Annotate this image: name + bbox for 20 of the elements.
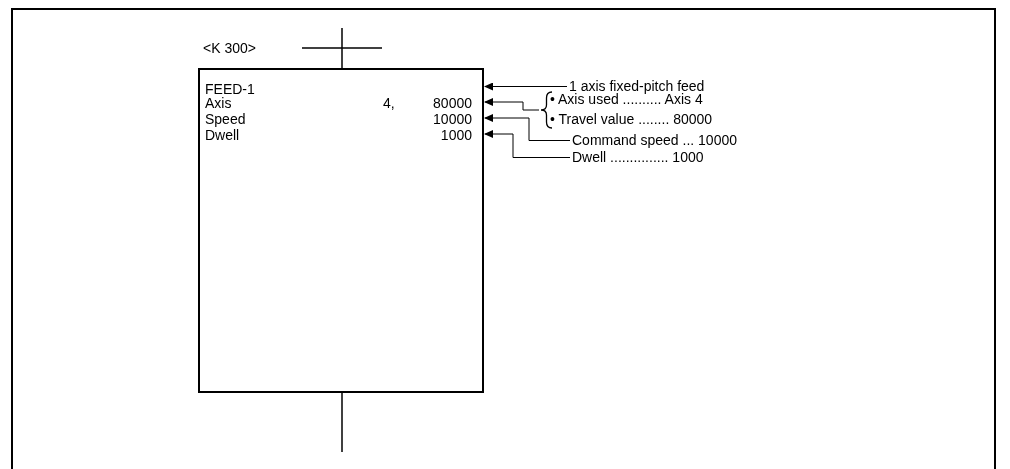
parameter-name: Dwell	[205, 127, 240, 144]
leader-arrow	[484, 82, 568, 91]
parameter-name: Axis	[205, 95, 232, 112]
step-name: FEED-1	[205, 81, 255, 97]
annotation-text: Dwell ............... 1000	[572, 149, 704, 166]
parameter-value: 80000	[433, 95, 472, 112]
parameter-name: Speed	[205, 111, 246, 128]
program-step-box	[198, 68, 484, 393]
flow-line	[341, 27, 343, 69]
parameter-value: 4,	[383, 95, 395, 112]
annotation-text: • Travel value ........ 80000	[550, 111, 713, 128]
parameter-value: 10000	[433, 111, 472, 128]
leader-arrow	[484, 114, 571, 141]
leader-arrow	[484, 98, 540, 111]
leader-arrow	[484, 130, 571, 158]
annotation-text: Command speed ... 10000	[572, 132, 737, 149]
step-number-label: <K 300>	[203, 40, 256, 57]
parameter-value: 1000	[440, 127, 472, 144]
flow-line	[341, 392, 343, 453]
curly-brace	[540, 91, 553, 129]
